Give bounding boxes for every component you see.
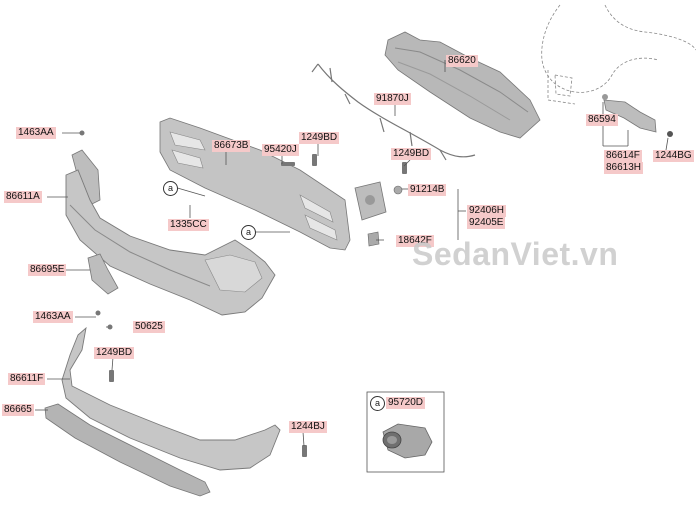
leader-lines bbox=[35, 60, 669, 447]
sensor-bracket-92406H bbox=[354, 181, 403, 247]
callout-a-box: a bbox=[370, 396, 385, 411]
label-1463AA-top: 1463AA bbox=[16, 127, 56, 139]
label-1244BG: 1244BG bbox=[653, 150, 694, 162]
grille-frame-86673B bbox=[159, 117, 351, 251]
label-1249BD-low: 1249BD bbox=[94, 347, 135, 359]
label-86613H: 86613H bbox=[604, 162, 644, 174]
callout-a-2: a bbox=[241, 225, 256, 240]
wiring-harness-91870J bbox=[311, 63, 476, 161]
energy-absorber-86620 bbox=[384, 31, 541, 139]
label-1249BD-top: 1249BD bbox=[299, 132, 340, 144]
label-91870J: 91870J bbox=[374, 93, 411, 105]
label-18642F: 18642F bbox=[396, 235, 434, 247]
label-86620: 86620 bbox=[446, 55, 478, 67]
watermark: SedanViet.vn bbox=[412, 236, 619, 272]
label-92405E: 92405E bbox=[467, 217, 506, 229]
label-95420J: 95420J bbox=[262, 144, 299, 156]
skid-plate-86665 bbox=[44, 403, 211, 497]
label-1244BJ: 1244BJ bbox=[289, 421, 327, 433]
label-86665: 86665 bbox=[2, 404, 34, 416]
label-91214B: 91214B bbox=[408, 184, 447, 196]
label-1463AA-low: 1463AA bbox=[33, 311, 73, 323]
label-86611F: 86611F bbox=[8, 373, 46, 385]
label-86614F: 86614F bbox=[604, 150, 642, 162]
label-86673B: 86673B bbox=[212, 140, 251, 152]
label-92406H: 92406H bbox=[467, 205, 507, 217]
bracket-86594 bbox=[602, 94, 673, 137]
fender-outline bbox=[541, 4, 696, 105]
label-86611A: 86611A bbox=[4, 191, 42, 203]
label-95720D: 95720D bbox=[386, 397, 426, 409]
bumper-cover-86611A bbox=[65, 169, 276, 316]
callout-a-1: a bbox=[163, 181, 178, 196]
label-1249BD-mid: 1249BD bbox=[391, 148, 432, 160]
lower-lip-86611F bbox=[61, 326, 281, 471]
label-86594: 86594 bbox=[586, 114, 618, 126]
label-50625: 50625 bbox=[133, 321, 165, 333]
label-86695E: 86695E bbox=[28, 264, 67, 276]
bracket-86695E bbox=[87, 253, 119, 295]
fasteners bbox=[79, 130, 407, 457]
label-1335CC: 1335CC bbox=[168, 219, 209, 231]
